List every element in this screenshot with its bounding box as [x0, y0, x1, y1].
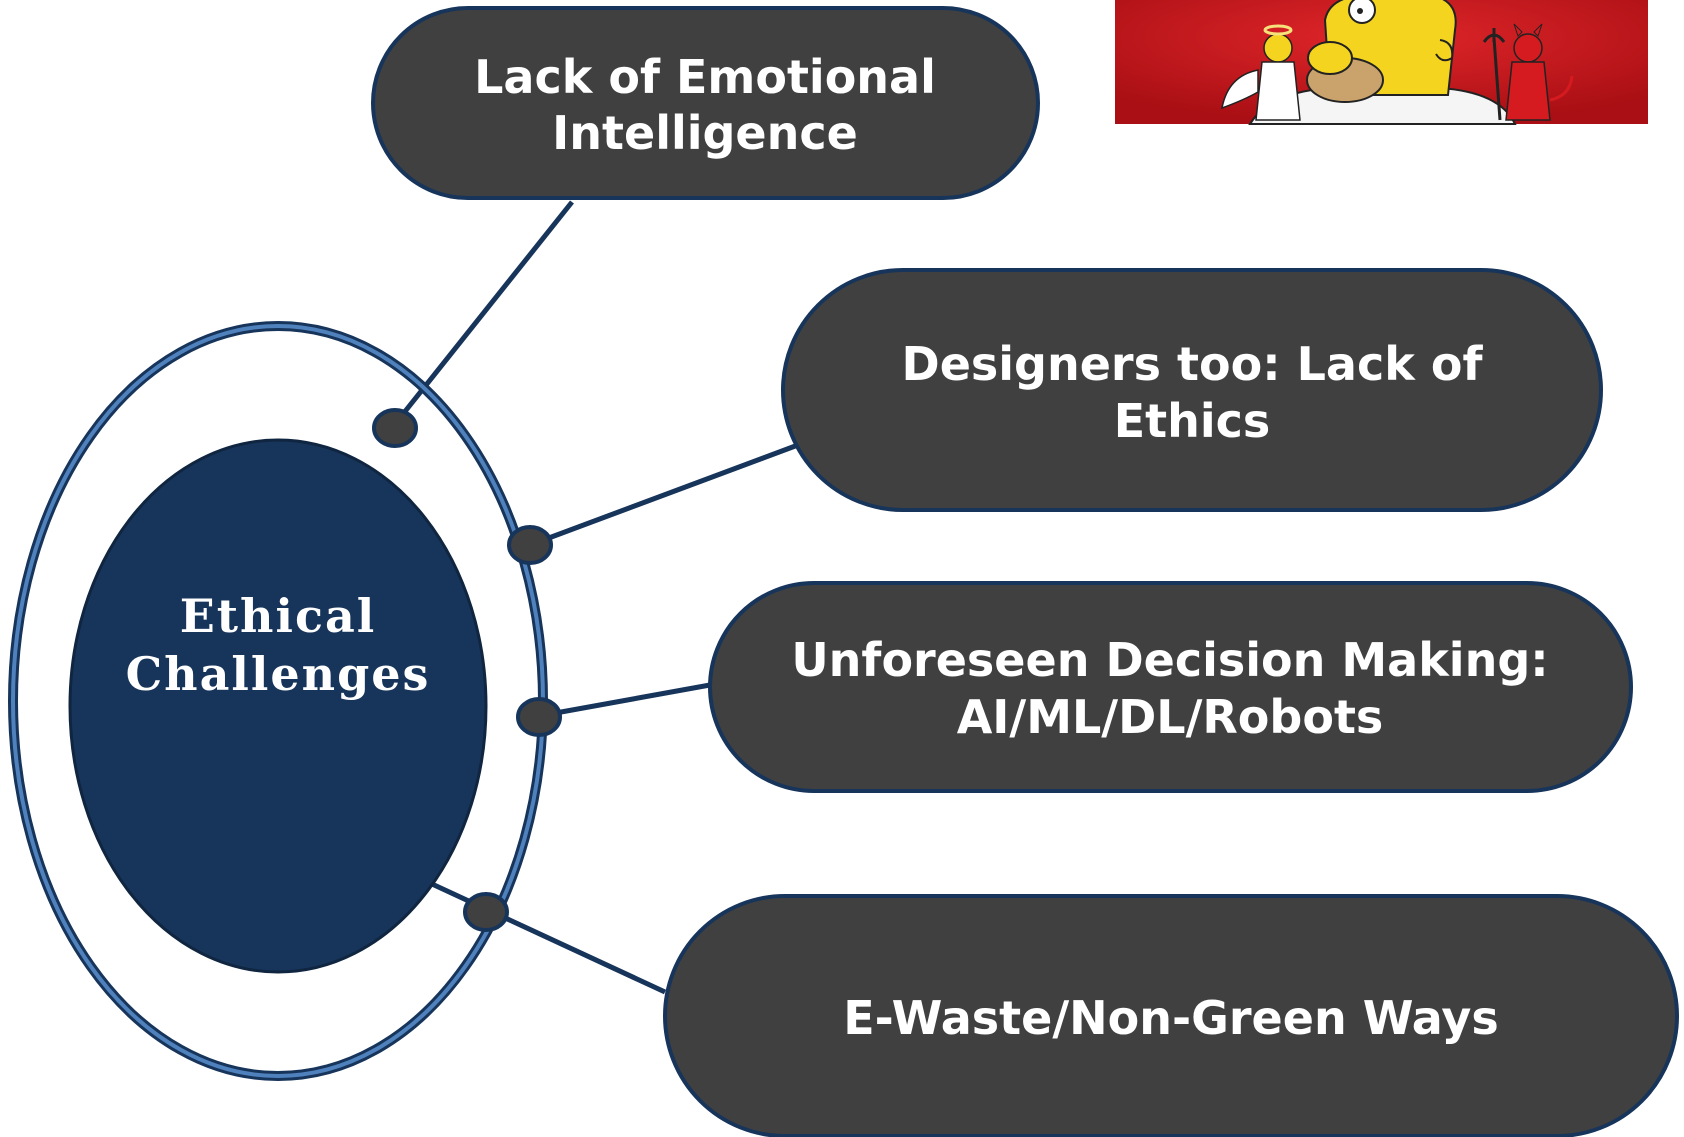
challenge-1: Lack of Emotional Intelligence: [371, 6, 1040, 200]
challenge-2: Designers too: Lack of Ethics: [781, 268, 1603, 512]
center-node: Ethical Challenges: [68, 438, 488, 974]
homer-angel-devil-picture: [1115, 0, 1648, 125]
challenge-3-line1: Unforeseen Decision Making:: [791, 633, 1548, 687]
challenge-1-line2: Intelligence: [552, 106, 858, 160]
node-dot-4: [463, 892, 509, 932]
connector-2: [529, 442, 799, 548]
connector-4: [430, 881, 667, 995]
challenge-1-line1: Lack of Emotional: [474, 50, 936, 104]
node-dots: [372, 408, 562, 932]
challenge-3-line2: AI/ML/DL/Robots: [957, 690, 1384, 744]
challenge-2-line2: Ethics: [1114, 394, 1271, 448]
node-dot-1: [372, 408, 418, 448]
center-label-line2: Challenges: [126, 647, 431, 701]
challenge-4: E-Waste/Non-Green Ways: [663, 894, 1679, 1137]
challenge-4-line1: E-Waste/Non-Green Ways: [843, 991, 1499, 1045]
node-dot-2: [507, 525, 553, 565]
center-label-line1: Ethical: [180, 589, 377, 643]
challenge-3: Unforeseen Decision Making: AI/ML/DL/Rob…: [708, 581, 1633, 793]
challenge-2-line1: Designers too: Lack of: [902, 337, 1484, 391]
node-dot-3: [516, 697, 562, 737]
connector-3: [538, 682, 711, 719]
